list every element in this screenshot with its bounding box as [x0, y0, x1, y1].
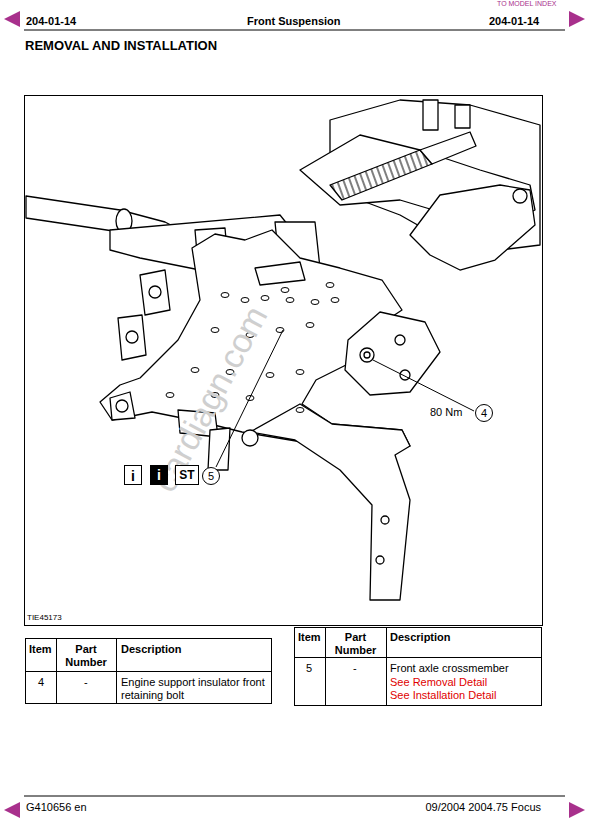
callout-number: 4 [481, 407, 487, 419]
table-header: Item [298, 631, 321, 644]
plate-hole [296, 408, 304, 413]
plate-hole [296, 370, 304, 375]
plate-hole [191, 368, 199, 373]
table-link: See Installation Detail [390, 689, 496, 702]
nav-arrow [569, 802, 585, 818]
table-header: Part Number [58, 643, 114, 669]
nav-arrow [4, 802, 20, 818]
plate-hole [261, 296, 269, 301]
plate-hole [166, 393, 174, 398]
callout-circle: 4 [475, 404, 493, 422]
plate-hole [221, 293, 229, 298]
nav-link: TO MODEL INDEX [497, 0, 557, 8]
header-rule [24, 30, 565, 31]
section-number: 204-01-14 [26, 15, 76, 28]
special-tool-icon: ST [175, 465, 199, 485]
plate-hole [286, 298, 294, 303]
leader-line [373, 360, 474, 411]
nav-arrow [4, 11, 20, 27]
info-icon: i [124, 465, 142, 485]
plate-hole [331, 298, 339, 303]
footer-rule [24, 796, 565, 797]
section-number: 204-01-14 [489, 15, 539, 28]
table-cell: 5 [306, 662, 312, 675]
table-cell: 4 [38, 676, 44, 689]
page-title: REMOVAL AND INSTALLATION [25, 38, 217, 53]
table-link: See Removal Detail [390, 676, 487, 689]
plate-hole [281, 288, 289, 293]
callout-circle: 5 [202, 467, 220, 485]
table-cell: - [84, 676, 88, 689]
footer-code: G410656 en [26, 801, 87, 814]
plate-hole [266, 373, 274, 378]
figure-id: TIE45173 [27, 613, 62, 623]
table-cell: - [353, 662, 357, 675]
plate-hole [326, 283, 334, 288]
plate-hole [311, 300, 319, 305]
plate-hole [306, 323, 314, 328]
table-cell: Front axle crossmember [390, 662, 509, 675]
table-cell: Engine support insulator front retaining… [121, 676, 267, 702]
plate-hole [211, 328, 219, 333]
section-title: Front Suspension [247, 15, 341, 28]
nav-arrow [569, 11, 585, 27]
illustration [26, 100, 540, 600]
info-icon: i [150, 465, 168, 485]
table-header: Description [390, 631, 451, 644]
callout-number: 5 [208, 470, 214, 482]
footer-model: 09/2004 2004.75 Focus [425, 801, 541, 814]
table-header: Item [29, 643, 52, 656]
table-lines [25, 627, 542, 706]
torque-value: 80 Nm [430, 406, 462, 419]
table-header: Part Number [327, 631, 384, 657]
table-header: Description [121, 643, 182, 656]
figure-frame [25, 96, 543, 626]
